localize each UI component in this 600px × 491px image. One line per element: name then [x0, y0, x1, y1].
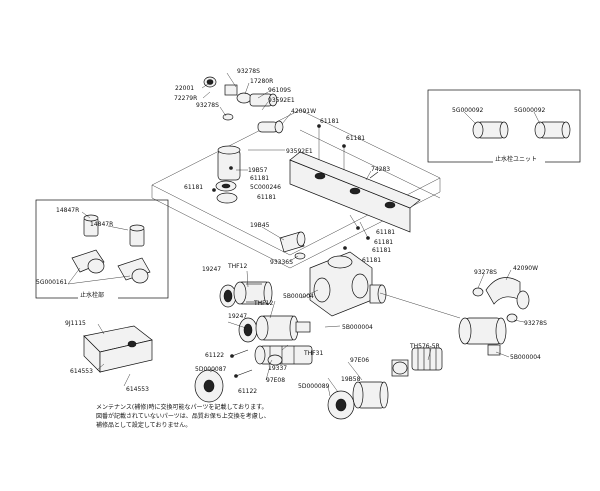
battery-box-part [83, 325, 153, 373]
upper-inlet-fittings [203, 76, 284, 204]
label-19b45: 19B45 [250, 222, 270, 229]
label-19337: 19337 [268, 365, 287, 372]
label-5b000004-c: 5B000004 [510, 354, 541, 361]
label-93278s-a: 93278S [237, 68, 260, 75]
label-61122-b: 61122 [238, 388, 257, 395]
label-19b57: 19B57 [248, 167, 268, 174]
label-61181-d: 61181 [184, 184, 203, 191]
label-93592e1-a: 93592E1 [268, 97, 295, 104]
handle-assembly-lower [238, 315, 311, 343]
label-19247-a: 19247 [202, 266, 221, 273]
label-93278s-d: 93278S [524, 320, 547, 327]
label-thf31: THF31 [303, 350, 323, 357]
stop-valve-unit-caption: 止水栓ユニット [495, 155, 537, 163]
label-74283: 74283 [371, 166, 390, 173]
label-61181-h: 61181 [372, 247, 391, 254]
note-line-1: メンテナンス(補修)時に交換可能なパーツを記載しております。 [96, 403, 267, 411]
temperature-handle [194, 369, 224, 403]
mounting-plate-outline [151, 109, 441, 269]
label-14847r-b: 14847R [90, 221, 113, 228]
label-42091w: 42091W [291, 108, 316, 115]
label-thf12-b: THF12 [253, 300, 273, 307]
label-93278s-c: 93278S [474, 269, 497, 276]
screws-61122 [230, 349, 253, 378]
label-5b000004-b: 5B000004 [342, 324, 373, 331]
label-22001: 22001 [175, 85, 194, 92]
label-5g000161: 5G000161 [36, 279, 68, 286]
label-thf12-a: THF12 [227, 263, 247, 270]
label-93592e1-b: 93592E1 [286, 148, 313, 155]
label-61181-c: 61181 [250, 175, 269, 182]
stop-valve-parts-box: 止水栓部 [35, 199, 169, 300]
thermo-cartridge-assembly [254, 345, 313, 366]
label-19b58: 19B58 [341, 376, 361, 383]
label-9j1115: 9J1115 [65, 320, 86, 327]
label-5d000089: 5D000089 [298, 383, 330, 390]
label-93336s: 93336S [270, 259, 293, 266]
maintenance-note: メンテナンス(補修)時に交換可能なパーツを記載しております。 図番が記載されてい… [96, 403, 270, 429]
label-5g000092-b: 5G000092 [514, 107, 546, 114]
main-valve-body [309, 251, 461, 319]
label-19247-b: 19247 [228, 313, 247, 320]
label-97e08: 97E08 [266, 377, 285, 384]
label-14847r-a: 14847R [56, 207, 79, 214]
part-labels: 93278S 22001 17280R 72279R 96109S 93278S… [36, 68, 547, 395]
label-72279r: 72279R [174, 95, 197, 102]
right-stop-valve [458, 277, 530, 356]
label-th576-5r: TH576-5R [409, 343, 440, 350]
label-61181-i: 61181 [362, 257, 381, 264]
label-5c000246: 5C000246 [250, 184, 281, 191]
label-97e06: 97E06 [350, 357, 369, 364]
screws-61181 [212, 124, 370, 250]
label-42090w: 42090W [513, 265, 538, 272]
right-lower-assembly [327, 347, 443, 420]
inlet-connector [279, 231, 306, 260]
label-61181-f: 61181 [376, 229, 395, 236]
leader-lines [67, 72, 541, 397]
label-61181-b: 61181 [346, 135, 365, 142]
wall-rail-part [289, 151, 421, 233]
label-61181-g: 61181 [374, 239, 393, 246]
label-5g000092-a: 5G000092 [452, 107, 484, 114]
label-96109s: 96109S [268, 87, 291, 94]
label-61181-a: 61181 [320, 118, 339, 125]
label-17280r: 17280R [250, 78, 273, 85]
note-line-2: 図番が記載されていないパーツは、品質お保ち上交換を考慮し、 [96, 412, 270, 420]
note-line-3: 補修品として設定しておりません。 [96, 421, 191, 429]
label-614553-a: 614553 [70, 368, 93, 375]
label-93278s-b: 93278S [196, 102, 219, 109]
stop-valve-parts-caption: 止水栓部 [80, 291, 104, 299]
label-61181-e: 61181 [257, 194, 276, 201]
stop-valve-unit-box: 止水栓ユニット [427, 89, 581, 164]
label-5b000004-a: 5B000004 [283, 293, 314, 300]
label-614553-b: 614553 [126, 386, 149, 393]
handle-assembly-upper [219, 281, 273, 308]
label-5d000087: 5D000087 [195, 366, 227, 373]
label-61122-a: 61122 [205, 352, 224, 359]
